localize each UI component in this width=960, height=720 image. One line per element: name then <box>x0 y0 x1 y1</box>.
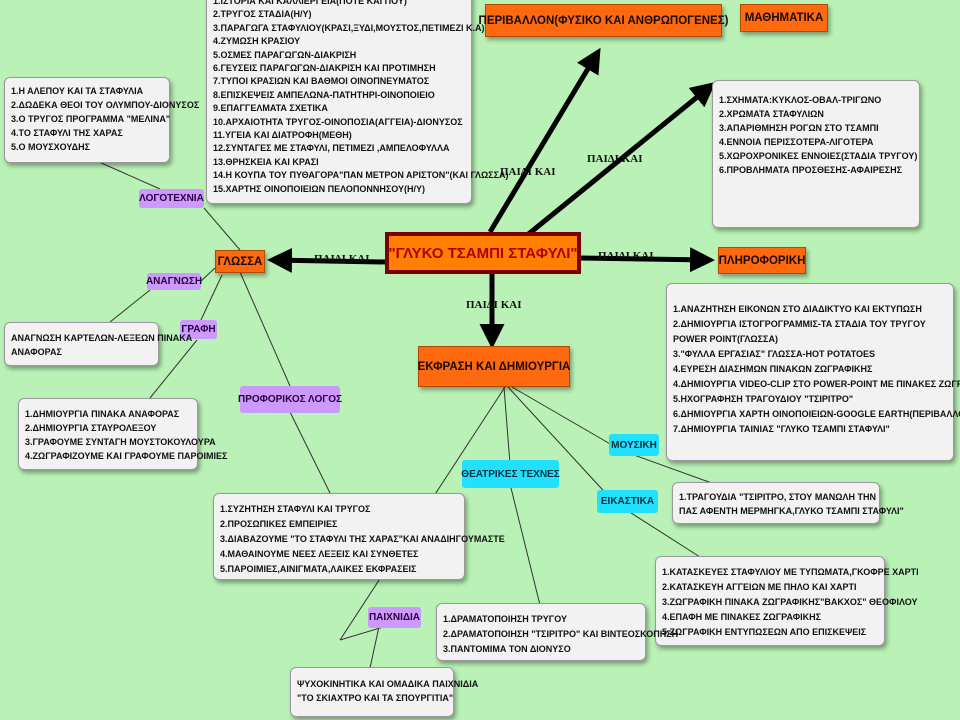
list-item: 3.ΔΙΑΒΑΖΟΥΜΕ "ΤΟ ΣΤΑΦΥΛΙ ΤΗΣ ΧΑΡΑΣ"ΚΑΙ Α… <box>220 534 505 544</box>
node-theater: ΘΕΑΤΡΙΚΕΣ ΤΕΧΝΕΣ <box>461 460 560 488</box>
list-item: 3.ΑΠΑΡΙΘΜΗΣΗ ΡΟΓΩΝ ΣΤΟ ΤΣΑΜΠΙ <box>719 123 879 133</box>
list-item: 2.ΠΡΟΣΩΠΙΚΕΣ ΕΜΠΕΙΡΙΕΣ <box>220 519 338 529</box>
node-expression: ΕΚΦΡΑΣΗ ΚΑΙ ΔΗΜΙΟΥΡΓΙΑ <box>418 346 570 387</box>
visual-list-box: 1.ΚΑΤΑΣΚΕΥΕΣ ΣΤΑΦΥΛΙΟΥ ΜΕ ΤΥΠΩΜΑΤΑ,ΓΚΟΦΡ… <box>655 556 919 646</box>
list-item: POWER POINT(ΓΛΩΣΣΑ) <box>673 334 778 344</box>
arrow-to-informatics <box>580 247 715 273</box>
list-item: 5.ΠΑΡΟΙΜΙΕΣ,ΑΙΝΙΓΜΑΤΑ,ΛΑΙΚΕΣ ΕΚΦΡΑΣΕΙΣ <box>220 564 417 574</box>
node-music: ΜΟΥΣΙΚΗ <box>609 434 659 456</box>
edge-label-environment: ΠΑΙΔΙ ΚΑΙ <box>500 166 556 178</box>
list-item: 1.ΔΡΑΜΑΤΟΠΟΙΗΣΗ ΤΡΥΓΟΥ <box>443 614 567 624</box>
list-item: 1.Η ΑΛΕΠΟΥ ΚΑΙ ΤΑ ΣΤΑΦΥΛΙΑ <box>11 86 144 96</box>
oral-list-box: 1.ΣΥΖΗΤΗΣΗ ΣΤΑΦΥΛΙ ΚΑΙ ΤΡΥΓΟΣ 2.ΠΡΟΣΩΠΙΚ… <box>213 493 505 580</box>
node-language: ΓΛΩΣΣΑ <box>215 250 265 273</box>
list-item: 1.ΤΡΑΓΟΥΔΙΑ "ΤΣΙΡΙΤΡΟ, ΣΤΟΥ ΜΑΝΩΛΗ ΤΗΝ <box>679 492 877 502</box>
list-item: 3.ΠΑΡΑΓΩΓΑ ΣΤΑΦΥΛΙΟΥ(ΚΡΑΣΙ,ΞΥΔΙ,ΜΟΥΣΤΟΣ,… <box>213 22 485 33</box>
list-item: ΨΥΧΟΚΙΝΗΤΙΚΑ ΚΑΙ ΟΜΑΔΙΚΑ ΠΑΙΧΝΙΔΙΑ <box>297 679 479 689</box>
list-item: 2.ΔΩΔΕΚΑ ΘΕΟΙ ΤΟΥ ΟΛΥΜΠΟΥ-ΔΙΟΝΥΣΟΣ <box>11 100 200 110</box>
node-reading: ΑΝΑΓΝΩΣΗ <box>146 273 202 290</box>
list-item: 3."ΦΥΛΛΑ ΕΡΓΑΣΙΑΣ" ΓΛΩΣΣΑ-HOT POTATOES <box>673 349 876 359</box>
list-item: 2.ΚΑΤΑΣΚΕΥΗ ΑΓΓΕΙΩΝ ΜΕ ΠΗΛΟ ΚΑΙ ΧΑΡΤΙ <box>662 582 857 592</box>
math-list-box: 1.ΣΧΗΜΑΤΑ:ΚΥΚΛΟΣ-ΟΒΑΛ-ΤΡΙΓΩΝΟ 2.ΧΡΩΜΑΤΑ … <box>712 80 920 228</box>
list-item: 2.ΔΡΑΜΑΤΟΠΟΙΗΣΗ "ΤΣΙΡΙΤΡΟ" ΚΑΙ ΒΙΝΤΕΟΣΚΟ… <box>443 629 679 639</box>
list-item: "ΤΟ ΣΚΙΑΧΤΡΟ ΚΑΙ ΤΑ ΣΠΟΥΡΓΙΤΙΑ" <box>297 693 454 703</box>
node-literature: ΛΟΓΟΤΕΧΝΙΑ <box>139 189 204 208</box>
list-item: 12.ΣΥΝΤΑΓΕΣ ΜΕ ΣΤΑΦΥΛΙ, ΠΕΤΙΜΕΖΙ ,ΑΜΠΕΛΟ… <box>213 143 450 154</box>
list-item: 15.ΧΑΡΤΗΣ ΟΙΝΟΠΟΙΕΙΩΝ ΠΕΛΟΠΟΝΝΗΣΟΥ(Η/Υ) <box>213 183 426 194</box>
list-item: 5.Ο ΜΟΥΣΧΟΥΔΗΣ <box>11 142 90 152</box>
list-item: 3.Ο ΤΡΥΓΟΣ ΠΡΟΓΡΑΜΜΑ "ΜΕΛΙΝΑ" <box>11 114 171 124</box>
theater-list-box: 1.ΔΡΑΜΑΤΟΠΟΙΗΣΗ ΤΡΥΓΟΥ 2.ΔΡΑΜΑΤΟΠΟΙΗΣΗ "… <box>436 603 679 661</box>
list-item: 4.ΔΗΜΙΟΥΡΓΙΑ VIDEO-CLIP ΣΤΟ POWER-POINT … <box>673 379 960 389</box>
list-item: 6.ΔΗΜΙΟΥΡΓΙΑ ΧΑΡΤΗ ΟΙΝΟΠΟΙΕΙΩΝ-GOOGLE EA… <box>673 409 960 419</box>
node-environment: ΠΕΡΙΒΑΛΛΟΝ(ΦΥΣΙΚΟ ΚΑΙ ΑΝΘΡΩΠΟΓΕΝΕΣ) <box>479 4 728 37</box>
list-item: 1.ΣΥΖΗΤΗΣΗ ΣΤΑΦΥΛΙ ΚΑΙ ΤΡΥΓΟΣ <box>220 504 371 514</box>
list-item: ΑΝΑΦΟΡΑΣ <box>11 347 62 357</box>
node-games: ΠΑΙΧΝΙΔΙΑ <box>368 607 421 628</box>
environment-list-box: 1.ΙΣΤΟΡΙΑ ΚΑΙ ΚΑΛΛΙΕΡΓΕΙΑ(ΠΟΤΕ ΚΑΙ ΠΟΥ) … <box>206 0 509 204</box>
arrow-to-math <box>513 81 716 247</box>
list-item: 7.ΤΥΠΟΙ ΚΡΑΣΙΩΝ ΚΑΙ ΒΑΘΜΟΙ ΟΙΝΟΠΝΕΥΜΑΤΟΣ <box>213 76 430 87</box>
list-item: ΑΝΑΓΝΩΣΗ ΚΑΡΤΕΛΩΝ-ΛΕΞΕΩΝ ΠΙΝΑΚΑ <box>11 333 193 343</box>
literature-list-box: 1.Η ΑΛΕΠΟΥ ΚΑΙ ΤΑ ΣΤΑΦΥΛΙΑ 2.ΔΩΔΕΚΑ ΘΕΟΙ… <box>4 77 200 163</box>
list-item: 3.ΖΩΓΡΑΦΙΚΗ ΠΙΝΑΚΑ ΖΩΓΡΑΦΙΚΗΣ"ΒΑΚΧΟΣ" ΘΕ… <box>662 597 918 607</box>
list-item: 1.ΣΧΗΜΑΤΑ:ΚΥΚΛΟΣ-ΟΒΑΛ-ΤΡΙΓΩΝΟ <box>719 95 882 105</box>
list-item: 1.ΚΑΤΑΣΚΕΥΕΣ ΣΤΑΦΥΛΙΟΥ ΜΕ ΤΥΠΩΜΑΤΑ,ΓΚΟΦΡ… <box>662 567 919 577</box>
center-node: "ΓΛΥΚΟ ΤΣΑΜΠΙ ΣΤΑΦΥΛΙ" <box>385 232 581 274</box>
list-item: 10.ΑΡΧΑΙΟΤΗΤΑ ΤΡΥΓΟΣ-ΟΙΝΟΠΟΣΙΑ(ΑΓΓΕΙΑ)-Δ… <box>213 116 463 127</box>
reading-list-box: ΑΝΑΓΝΩΣΗ ΚΑΡΤΕΛΩΝ-ΛΕΞΕΩΝ ΠΙΝΑΚΑ ΑΝΑΦΟΡΑΣ <box>4 322 193 366</box>
node-math: ΜΑΘΗΜΑΤΙΚΑ <box>740 4 828 32</box>
list-item: 3.ΠΑΝΤΟΜΙΜΑ ΤΟΝ ΔΙΟΝΥΣΟ <box>443 644 571 654</box>
list-item: 6.ΠΡΟΒΛΗΜΑΤΑ ΠΡΟΣΘΕΣΗΣ-ΑΦΑΙΡΕΣΗΣ <box>719 165 903 175</box>
edge-label-math: ΠΑΙΔΙ ΚΑΙ <box>587 153 643 165</box>
node-visual: ΕΙΚΑΣΤΙΚΑ <box>597 490 658 513</box>
list-item: 3.ΓΡΑΦΟΥΜΕ ΣΥΝΤΑΓΗ ΜΟΥΣΤΟΚΟΥΛΟΥΡΑ <box>25 437 216 447</box>
list-item: 2.ΧΡΩΜΑΤΑ ΣΤΑΦΥΛΙΩΝ <box>719 109 824 119</box>
list-item: 5.ΖΩΓΡΑΦΙΚΗ ΕΝΤΥΠΩΣΕΩΝ ΑΠΟ ΕΠΙΣΚΕΨΕΙΣ <box>662 627 867 637</box>
music-list-box: 1.ΤΡΑΓΟΥΔΙΑ "ΤΣΙΡΙΤΡΟ, ΣΤΟΥ ΜΑΝΩΛΗ ΤΗΝ Π… <box>672 482 904 524</box>
list-item: 6.ΓΕΥΣΕΙΣ ΠΑΡΑΓΩΓΩΝ-ΔΙΑΚΡΙΣΗ ΚΑΙ ΠΡΟΤΙΜΗ… <box>213 63 436 74</box>
list-item: 4.ΕΠΑΦΗ ΜΕ ΠΙΝΑΚΕΣ ΖΩΓΡΑΦΙΚΗΣ <box>662 612 822 622</box>
list-item: 4.ΕΥΡΕΣΗ ΔΙΑΣΗΜΩΝ ΠΙΝΑΚΩΝ ΖΩΓΡΑΦΙΚΗΣ <box>673 364 873 374</box>
list-item: 5.ΟΣΜΕΣ ΠΑΡΑΓΩΓΩΝ-ΔΙΑΚΡΙΣΗ <box>213 49 357 60</box>
node-oral: ΠΡΟΦΟΡΙΚΟΣ ΛΟΓΟΣ <box>238 386 342 413</box>
list-item: 2.ΔΗΜΙΟΥΡΓΙΑ ΣΤΑΥΡΟΛΕΞΟΥ <box>25 423 157 433</box>
games-list-box: ΨΥΧΟΚΙΝΗΤΙΚΑ ΚΑΙ ΟΜΑΔΙΚΑ ΠΑΙΧΝΙΔΙΑ "ΤΟ Σ… <box>290 667 479 717</box>
list-item: 4.ΕΝΝΟΙΑ ΠΕΡΙΣΣΟΤΕΡΑ-ΛΙΓΟΤΕΡΑ <box>719 137 874 147</box>
arrow-to-environment <box>487 47 601 234</box>
list-item: 4.ΖΥΜΩΣΗ ΚΡΑΣΙΟΥ <box>213 36 301 47</box>
list-item: 11.ΥΓΕΙΑ ΚΑΙ ΔΙΑΤΡΟΦΗ(ΜΕΘΗ) <box>213 130 352 141</box>
informatics-list-box: 1.ΑΝΑΖΗΤΗΣΗ ΕΙΚΟΝΩΝ ΣΤΟ ΔΙΑΔΙΚΤΥΟ ΚΑΙ ΕΚ… <box>666 283 960 461</box>
list-item: 14.Η ΚΟΥΠΑ ΤΟΥ ΠΥΘΑΓΟΡΑ"ΠΑΝ ΜΕΤΡΟΝ ΑΡΙΣΤ… <box>213 170 509 181</box>
list-item: 2.ΤΡΥΓΟΣ ΣΤΑΔΙΑ(Η/Υ) <box>213 9 312 20</box>
list-item: 8.ΕΠΙΣΚΕΨΕΙΣ ΑΜΠΕΛΩΝΑ-ΠΑΤΗΤΗΡΙ-ΟΙΝΟΠΟΙΕΙ… <box>213 89 435 100</box>
edge-label-language: ΠΑΙΔΙ ΚΑΙ <box>314 253 370 265</box>
list-item: 1.ΔΗΜΙΟΥΡΓΙΑ ΠΙΝΑΚΑ ΑΝΑΦΟΡΑΣ <box>25 409 180 419</box>
edge-label-informatics: ΠΑΙΔΙ ΚΑΙ <box>598 250 654 262</box>
list-item: 1.ΑΝΑΖΗΤΗΣΗ ΕΙΚΟΝΩΝ ΣΤΟ ΔΙΑΔΙΚΤΥΟ ΚΑΙ ΕΚ… <box>673 304 922 314</box>
list-item: 4.ΖΩΓΡΑΦΙΖΟΥΜΕ ΚΑΙ ΓΡΑΦΟΥΜΕ ΠΑΡΟΙΜΙΕΣ <box>25 451 228 461</box>
edge-label-expression: ΠΑΙΔΙ ΚΑΙ <box>466 299 522 311</box>
node-informatics: ΠΛΗΡΟΦΟΡΙΚΗ <box>718 247 806 274</box>
list-item: 2.ΔΗΜΙΟΥΡΓΙΑ ΙΣΤΟΓΡΟΓΡΑΜΜΙΣ-ΤΑ ΣΤΑΔΙΑ ΤΟ… <box>673 319 926 329</box>
list-item: 13.ΘΡΗΣΚΕΙΑ ΚΑΙ ΚΡΑΣΙ <box>213 156 319 167</box>
list-item: 1.ΙΣΤΟΡΙΑ ΚΑΙ ΚΑΛΛΙΕΡΓΕΙΑ(ΠΟΤΕ ΚΑΙ ΠΟΥ) <box>213 0 407 6</box>
list-item: ΠΑΣ ΑΦΕΝΤΗ ΜΕΡΜΗΓΚΑ,ΓΛΥΚΟ ΤΣΑΜΠΙ ΣΤΑΦΥΛΙ… <box>679 506 904 516</box>
writing-list-box: 1.ΔΗΜΙΟΥΡΓΙΑ ΠΙΝΑΚΑ ΑΝΑΦΟΡΑΣ 2.ΔΗΜΙΟΥΡΓΙ… <box>18 398 228 470</box>
list-item: 4.ΤΟ ΣΤΑΦΥΛΙ ΤΗΣ ΧΑΡΑΣ <box>11 128 123 138</box>
list-item: 5.ΗΧΟΓΡΑΦΗΣΗ ΤΡΑΓΟΥΔΙΟΥ "ΤΣΙΡΙΤΡΟ" <box>673 394 854 404</box>
list-item: 9.ΕΠΑΓΓΕΛΜΑΤΑ ΣΧΕΤΙΚΑ <box>213 103 328 114</box>
list-item: 5.ΧΩΡΟΧΡΟΝΙΚΕΣ ΕΝΝΟΙΕΣ(ΣΤΑΔΙΑ ΤΡΥΓΟΥ) <box>719 151 918 161</box>
list-item: 4.ΜΑΘΑΙΝΟΥΜΕ ΝΕΕΣ ΛΕΞΕΙΣ ΚΑΙ ΣΥΝΘΕΤΕΣ <box>220 549 419 559</box>
list-item: 7.ΔΗΜΙΟΥΡΓΙΑ ΤΑΙΝΙΑΣ "ΓΛΥΚΟ ΤΣΑΜΠΙ ΣΤΑΦΥ… <box>673 424 890 434</box>
arrow-to-language <box>267 247 386 273</box>
node-writing: ΓΡΑΦΗ <box>180 320 217 339</box>
